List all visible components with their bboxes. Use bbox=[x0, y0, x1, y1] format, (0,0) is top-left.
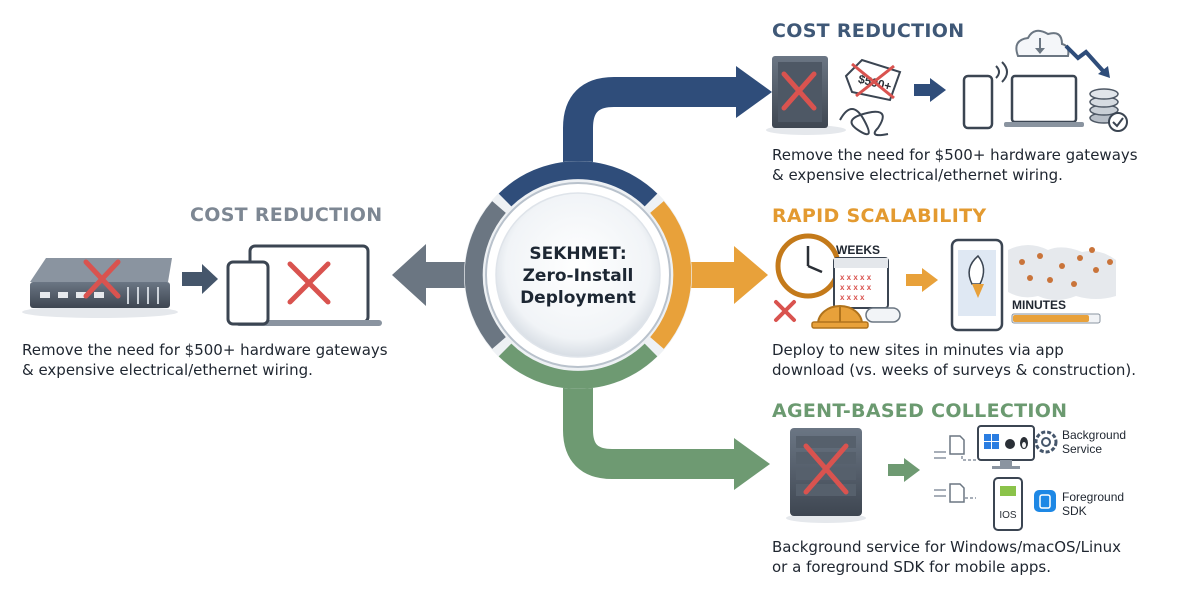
clock-icon bbox=[775, 233, 841, 299]
arrow-agent-based bbox=[563, 360, 770, 490]
linux-logo-icon bbox=[1020, 437, 1028, 449]
hub-title-line1: SEKHMET: bbox=[529, 244, 627, 264]
agent-desc-line1: Background service for Windows/macOS/Lin… bbox=[772, 538, 1122, 556]
world-map-icon bbox=[1008, 245, 1116, 300]
rapid-desc-line1: Deploy to new sites in minutes via app bbox=[772, 341, 1064, 359]
left-section-title: COST REDUCTION bbox=[190, 204, 383, 226]
agent-server-illustration bbox=[786, 428, 866, 523]
rapid-description: Deploy to new sites in minutes via app d… bbox=[772, 340, 1136, 380]
foreground-line2: SDK bbox=[1062, 504, 1087, 518]
gear-icon bbox=[1034, 430, 1058, 454]
left-gateway-x-icon bbox=[83, 259, 121, 299]
minutes-progress-bar bbox=[1011, 313, 1101, 324]
svg-text:x x x x: x x x x bbox=[840, 293, 865, 302]
sdk-app-icon bbox=[1034, 490, 1056, 512]
left-small-arrow-icon bbox=[182, 264, 218, 294]
minutes-label: MINUTES bbox=[1012, 298, 1066, 312]
mobile-phone-icon: IOS bbox=[993, 477, 1023, 531]
background-service-label: Background Service bbox=[1062, 428, 1126, 456]
cost-desc-line2: & expensive electrical/ethernet wiring. bbox=[772, 166, 1063, 184]
hub-title-line3: Deployment bbox=[520, 288, 636, 308]
cost-devices-illustration bbox=[962, 61, 1084, 130]
left-description: Remove the need for $500+ hardware gatew… bbox=[22, 340, 388, 380]
blueprint-roll-icon bbox=[865, 307, 901, 323]
weeks-label: WEEKS bbox=[836, 243, 881, 257]
windows-logo-icon bbox=[984, 434, 999, 449]
arrow-cost-reduction bbox=[563, 66, 772, 190]
left-gateway-illustration bbox=[22, 258, 178, 318]
cost-section-title: COST REDUCTION bbox=[772, 20, 965, 42]
left-devices-illustration bbox=[226, 244, 382, 326]
calendar-icon: x x x x x x x x x x x x x x bbox=[833, 257, 889, 309]
price-tag-icon: $500+ bbox=[844, 58, 902, 102]
hardhat-icon bbox=[811, 305, 869, 329]
cost-description: Remove the need for $500+ hardware gatew… bbox=[772, 145, 1138, 185]
cost-server-x-icon bbox=[781, 71, 817, 111]
cost-desc-line1: Remove the need for $500+ hardware gatew… bbox=[772, 146, 1138, 164]
coin-stack-icon bbox=[1089, 88, 1128, 132]
document-icon bbox=[949, 435, 965, 503]
left-devices-x-icon bbox=[287, 261, 331, 305]
rapid-x-icon bbox=[774, 300, 796, 322]
agent-section-title: AGENT-BASED COLLECTION bbox=[772, 400, 1068, 422]
cloud-download-icon bbox=[1015, 29, 1070, 57]
svg-text:x x x x x: x x x x x bbox=[840, 283, 872, 292]
phone-rocket-icon bbox=[950, 238, 1004, 332]
background-line1: Background bbox=[1062, 428, 1127, 442]
background-line2: Service bbox=[1062, 442, 1103, 456]
left-desc-line2: & expensive electrical/ethernet wiring. bbox=[22, 361, 313, 379]
central-hub bbox=[464, 161, 692, 389]
trend-down-arrow-icon bbox=[1064, 44, 1110, 78]
rapid-section-title: RAPID SCALABILITY bbox=[772, 205, 987, 227]
left-desc-line1: Remove the need for $500+ hardware gatew… bbox=[22, 341, 388, 359]
rapid-small-arrow-icon bbox=[906, 268, 938, 292]
cost-server-illustration bbox=[766, 56, 889, 137]
hub-title-line2: Zero-Install bbox=[522, 266, 634, 286]
agent-description: Background service for Windows/macOS/Lin… bbox=[772, 537, 1121, 577]
apple-logo-icon bbox=[1005, 439, 1015, 449]
foreground-sdk-label: Foreground SDK bbox=[1062, 490, 1124, 518]
cost-small-arrow-icon bbox=[914, 78, 946, 102]
ios-label: IOS bbox=[999, 510, 1017, 521]
foreground-line1: Foreground bbox=[1062, 490, 1125, 504]
agent-small-arrow-icon bbox=[888, 458, 920, 482]
agent-server-x-icon bbox=[803, 443, 849, 495]
agent-desc-line2: or a foreground SDK for mobile apps. bbox=[772, 558, 1051, 576]
rapid-desc-line2: download (vs. weeks of surveys & constru… bbox=[772, 361, 1137, 379]
svg-text:x x x x x: x x x x x bbox=[840, 273, 872, 282]
